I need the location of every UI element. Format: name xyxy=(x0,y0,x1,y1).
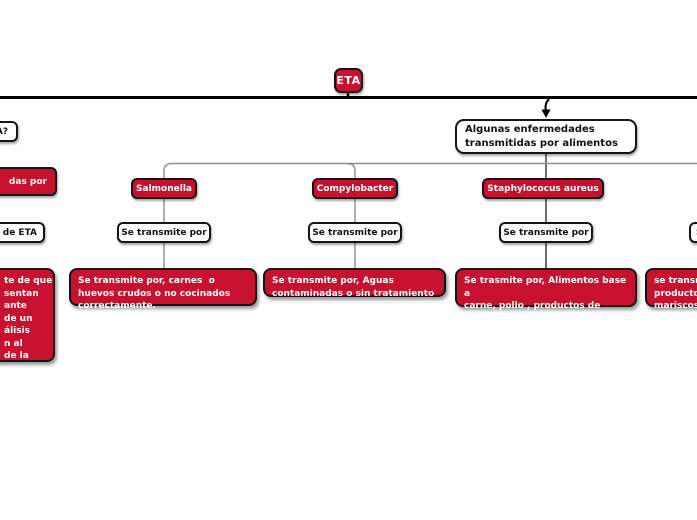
summary-node[interactable]: Algunas enfermedades transmitidas por al… xyxy=(455,119,637,154)
left-question-node[interactable]: A? xyxy=(0,121,18,142)
left-transmitted-node[interactable]: das por xyxy=(0,167,57,196)
desc-node-staphylococus[interactable]: Se trasmite por, Alimentos base a carne,… xyxy=(455,268,637,324)
desc-node-right[interactable]: se transm productos mariscos xyxy=(645,268,697,311)
branch-node-staphylococus[interactable]: Staphylococus aureus xyxy=(482,178,604,199)
left-desc-node[interactable]: te de que sentan ante de un álisis n al … xyxy=(0,268,55,362)
left-type-node[interactable]: e de ETA xyxy=(0,222,45,243)
link-node-salmonella[interactable]: Se transmite por xyxy=(117,222,211,243)
link-node-staphylococus[interactable]: Se transmite por xyxy=(499,222,593,243)
desc-node-salmonella[interactable]: Se transmite por, carnes o huevos crudos… xyxy=(69,268,257,311)
arrow-head xyxy=(541,109,551,118)
root-node-eta[interactable]: ETA xyxy=(334,68,363,93)
arrow-shaft xyxy=(544,98,550,112)
link-node-right[interactable]: Se transmite por xyxy=(689,222,697,243)
branch-node-salmonella[interactable]: Salmonella xyxy=(131,178,197,199)
link-node-compylobacter[interactable]: Se transmite por xyxy=(308,222,402,243)
desc-node-compylobacter[interactable]: Se transmite por, Aguas contaminadas o s… xyxy=(263,268,446,299)
branch-node-compylobacter[interactable]: Compylobacter xyxy=(312,178,398,199)
